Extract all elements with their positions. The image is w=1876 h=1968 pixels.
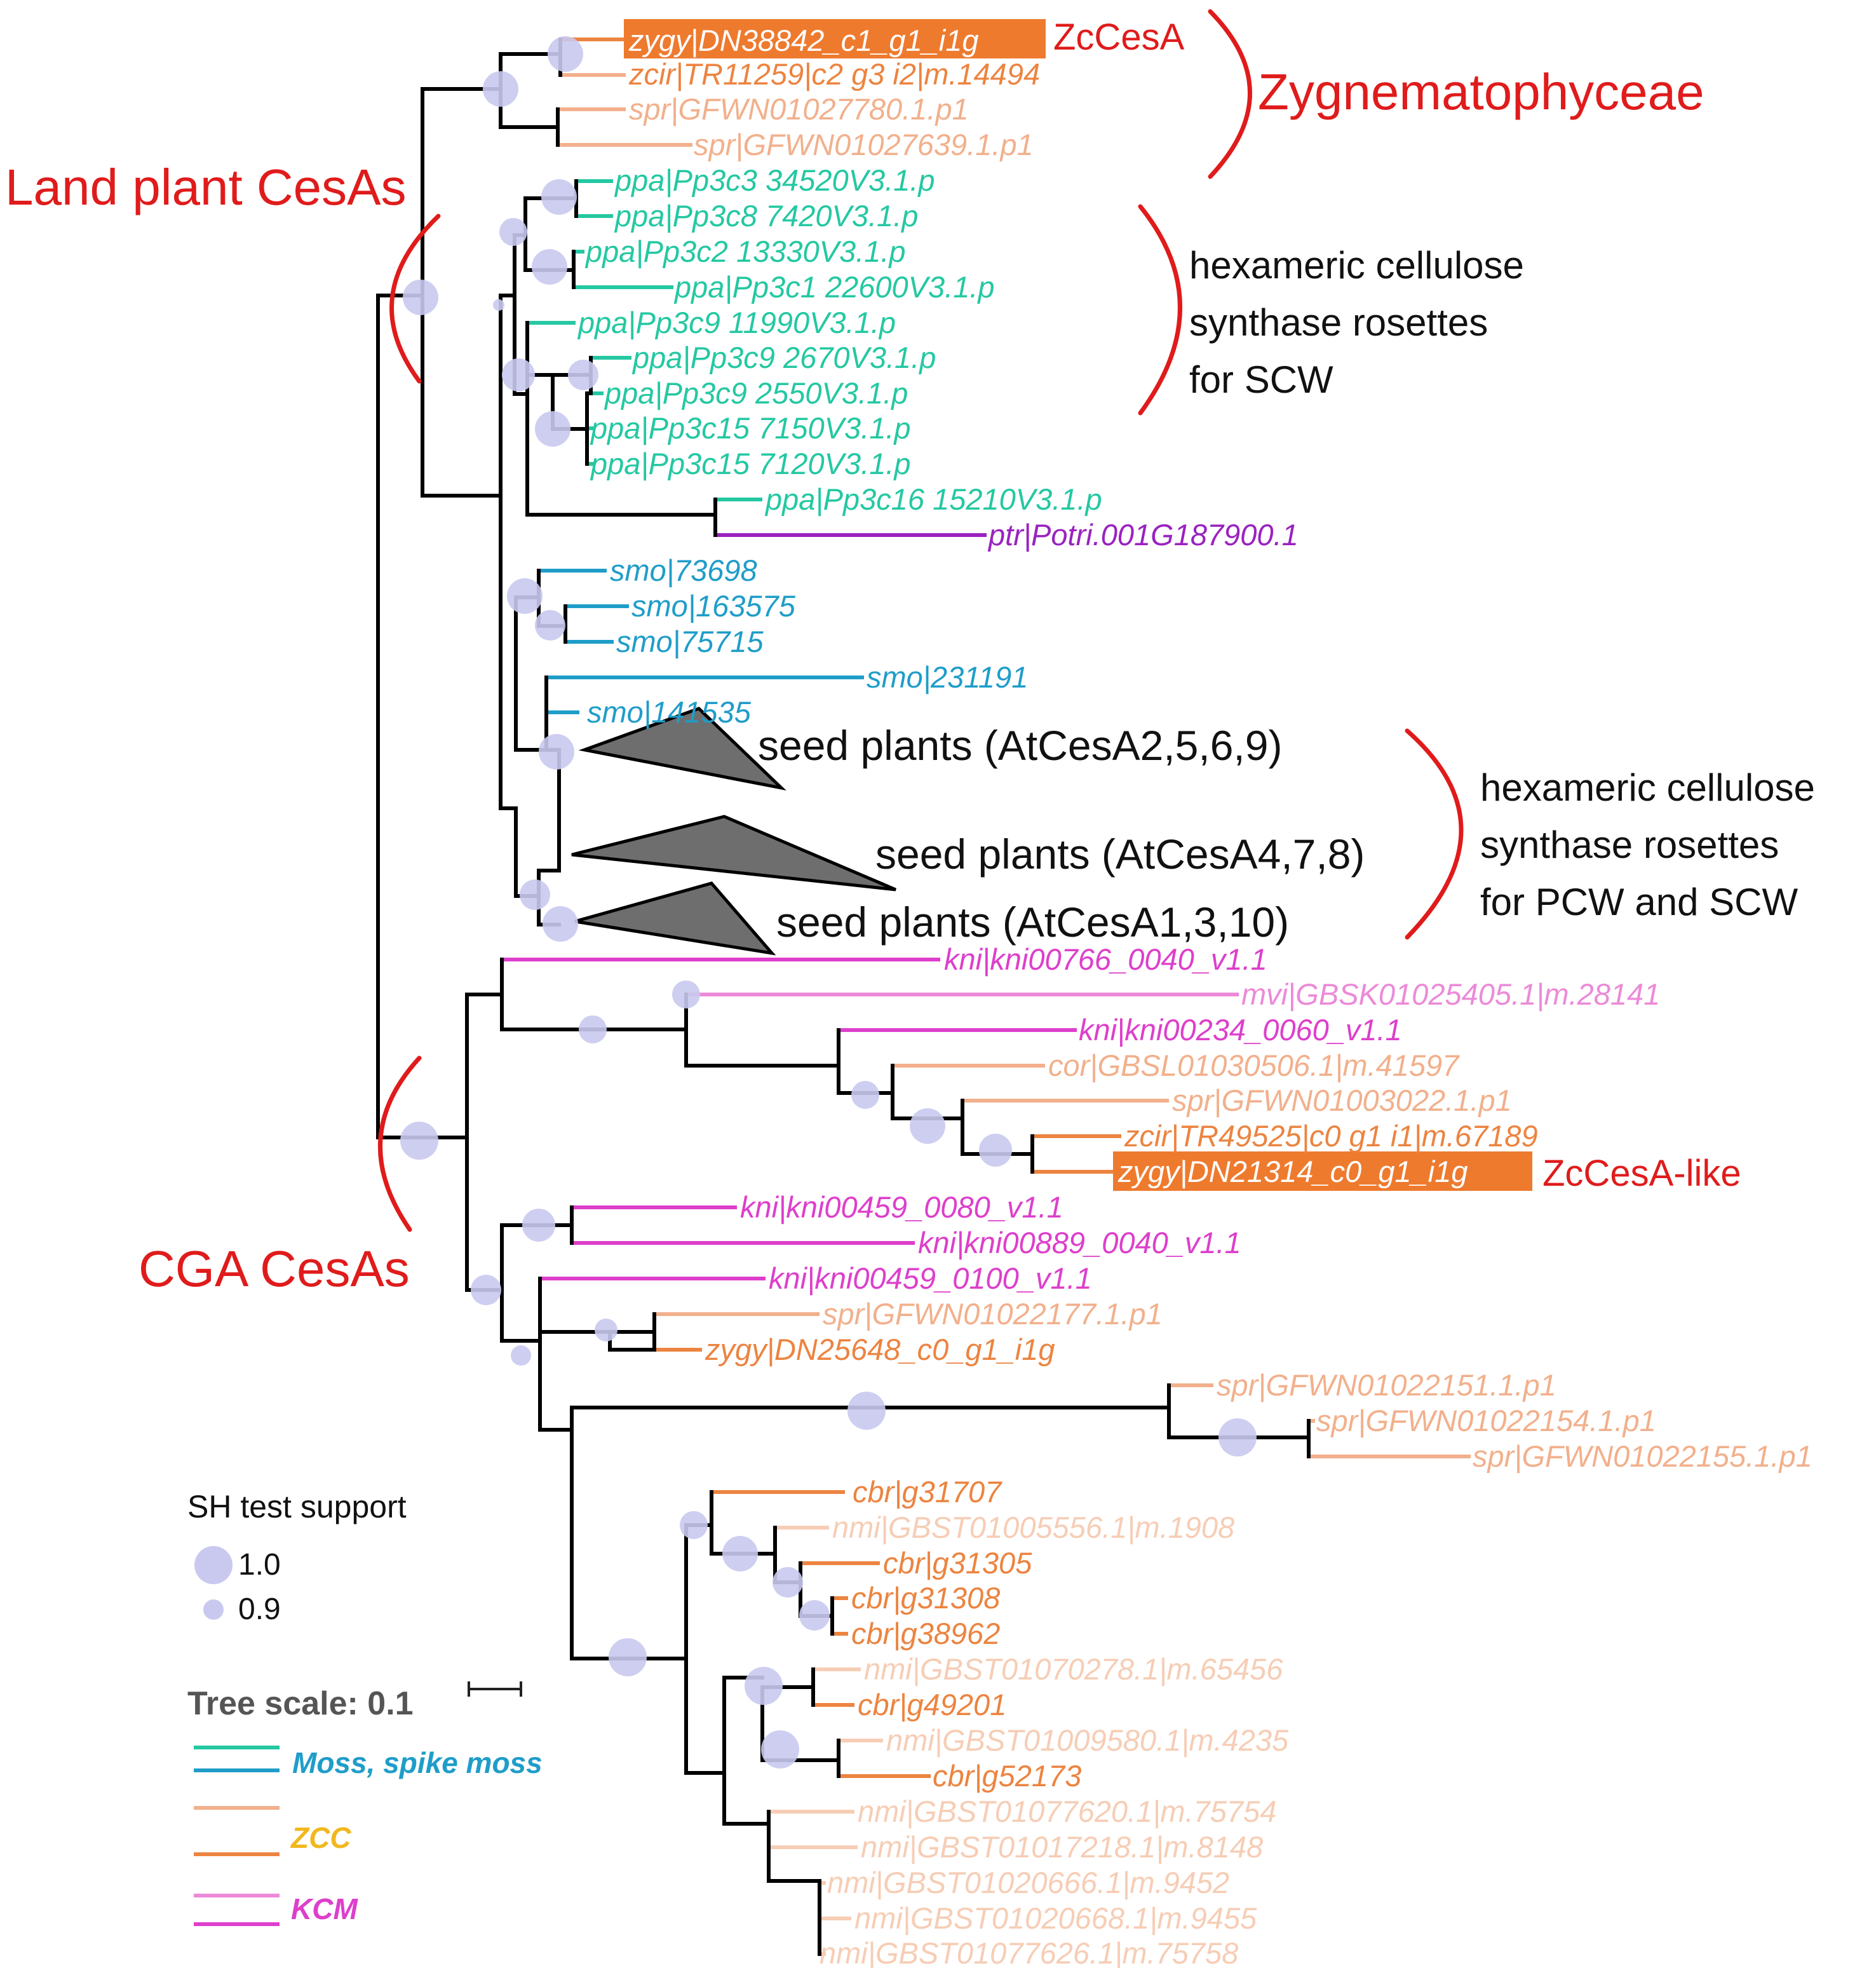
- zygnematophyceae-bracket: [1208, 9, 1252, 179]
- leaf-label: spr|GFWN01022177.1.p1: [823, 1297, 1163, 1331]
- leaf-label: kni|kni00889_0040_v1.1: [918, 1226, 1241, 1259]
- leaf-label: ppa|Pp3c8 7420V3.1.p: [614, 199, 918, 233]
- leaf-label: kni|kni00766_0040_v1.1: [944, 942, 1267, 976]
- cga-bracket: [378, 1055, 422, 1232]
- leaf-label: ppa|Pp3c9 11990V3.1.p: [577, 306, 896, 339]
- leaf-label: spr|GFWN01022155.1.p1: [1473, 1439, 1812, 1473]
- leaf-label: kni|kni00459_0100_v1.1: [769, 1261, 1092, 1295]
- leaf-label: nmi|GBST01005556.1|m.1908: [832, 1510, 1234, 1544]
- leaf-label: cbr|g38962: [851, 1617, 1000, 1650]
- leaf-label: cor|GBSL01030506.1|m.41597: [1048, 1048, 1460, 1082]
- leaf-label: nmi|GBST01077626.1|m.75758: [820, 1936, 1238, 1968]
- leaf-label: nmi|GBST01009580.1|m.4235: [886, 1723, 1289, 1757]
- legend-tree-scale: Tree scale: 0.1: [187, 1685, 414, 1722]
- land-plant-bracket: [389, 214, 441, 384]
- leaf-label: cbr|g31308: [851, 1581, 1000, 1615]
- terminal-branches: [502, 37, 1471, 1956]
- legend-support-low-label: 0.9: [238, 1592, 281, 1626]
- leaf-label: ppa|Pp3c2 13330V3.1.p: [584, 234, 906, 268]
- clade-label-atcesa2569: seed plants (AtCesA2,5,6,9): [758, 722, 1282, 769]
- pcw-annotation-line1: hexameric cellulose: [1480, 766, 1815, 809]
- leaf-label: nmi|GBST01020666.1|m.9452: [827, 1866, 1229, 1899]
- leaf-label: cbr|g49201: [858, 1688, 1006, 1721]
- leaf-label: nmi|GBST01017218.1|m.8148: [861, 1830, 1263, 1864]
- zygnematophyceae-label: Zygnematophyceae: [1258, 64, 1704, 120]
- legend-kcm-label: KCM: [291, 1892, 358, 1925]
- leaf-label: nmi|GBST01077620.1|m.75754: [858, 1795, 1276, 1828]
- collapsed-clades: [571, 707, 896, 956]
- zccesa-label: ZcCesA: [1053, 17, 1185, 58]
- leaf-label: smo|75715: [616, 625, 764, 658]
- scw-annotation-line2: synthase rosettes: [1189, 301, 1488, 344]
- leaf-label: ppa|Pp3c16 15210V3.1.p: [764, 482, 1102, 516]
- brackets: [378, 9, 1464, 1232]
- leaf-label: kni|kni00234_0060_v1.1: [1079, 1013, 1402, 1047]
- clade-label-atcesa1310: seed plants (AtCesA1,3,10): [776, 899, 1289, 946]
- leaf-label: ptr|Potri.001G187900.1: [987, 518, 1299, 552]
- leaf-label: spr|GFWN01022151.1.p1: [1217, 1368, 1556, 1402]
- legend-scale-bar: [468, 1681, 522, 1697]
- leaf-label: zcir|TR11259|c2 g3 i2|m.14494: [628, 57, 1040, 91]
- leaf-label: spr|GFWN01027780.1.p1: [629, 92, 969, 126]
- leaf-label: ppa|Pp3c3 34520V3.1.p: [614, 163, 935, 197]
- zccesa-like-label: ZcCesA-like: [1542, 1153, 1741, 1194]
- leaf-label: ppa|Pp3c1 22600V3.1.p: [673, 270, 995, 304]
- leaf-label: zygy|DN25648_c0_g1_i1g: [705, 1333, 1055, 1366]
- legend-support-high-label: 1.0: [238, 1548, 281, 1582]
- legend: SH test support 1.0 0.9 Tree scale: 0.1 …: [187, 1489, 543, 1926]
- pcw-annotation-line3: for PCW and SCW: [1480, 881, 1798, 923]
- legend-support-circle-low: [203, 1599, 224, 1620]
- clade-label-atcesa478: seed plants (AtCesA4,7,8): [875, 831, 1365, 878]
- leaf-label: zygy|DN38842_c1_g1_i1g: [628, 24, 978, 57]
- leaf-label: kni|kni00459_0080_v1.1: [740, 1190, 1063, 1224]
- land-plant-label: Land plant CesAs: [5, 159, 407, 215]
- leaf-label: ppa|Pp3c15 7150V3.1.p: [590, 411, 911, 445]
- support-circles: [400, 36, 1257, 1768]
- leaf-label: smo|141535: [587, 695, 752, 729]
- leaf-label: zygy|DN21314_c0_g1_i1g: [1117, 1155, 1468, 1188]
- collapsed-clade-atcesa2569: [578, 707, 786, 791]
- leaf-label: cbr|g52173: [933, 1759, 1081, 1793]
- leaf-label: zcir|TR49525|c0 g1 i1|m.67189: [1124, 1119, 1538, 1153]
- collapsed-clade-labels: seed plants (AtCesA2,5,6,9) seed plants …: [758, 722, 1365, 946]
- scw-bracket: [1138, 204, 1182, 416]
- leaf-label: nmi|GBST01020668.1|m.9455: [854, 1901, 1257, 1935]
- highlight-zccesa: [624, 19, 1046, 58]
- leaf-label: mvi|GBSK01025405.1|m.28141: [1241, 977, 1660, 1011]
- leaf-label: spr|GFWN01003022.1.p1: [1172, 1083, 1512, 1117]
- legend-zcc-label: ZCC: [290, 1821, 351, 1854]
- pcw-bracket: [1405, 728, 1464, 940]
- leaf-label: ppa|Pp3c9 2670V3.1.p: [631, 341, 936, 374]
- leaf-label: ppa|Pp3c9 2550V3.1.p: [604, 376, 908, 410]
- leaf-labels: zygy|DN38842_c1_g1_i1g zcir|TR11259|c2 g…: [577, 24, 1812, 1968]
- leaf-label: cbr|g31305: [883, 1546, 1032, 1580]
- pcw-annotation-line2: synthase rosettes: [1480, 824, 1779, 866]
- leaf-label: smo|231191: [867, 660, 1028, 694]
- legend-support-circle-high: [194, 1546, 233, 1584]
- collapsed-clade-atcesa478: [571, 815, 896, 892]
- cga-label: CGA CesAs: [138, 1240, 410, 1297]
- legend-moss-label: Moss, spike moss: [292, 1746, 543, 1779]
- collapsed-clade-atcesa1310: [574, 881, 776, 956]
- leaf-label: nmi|GBST01070278.1|m.65456: [864, 1652, 1283, 1686]
- leaf-label: spr|GFWN01027639.1.p1: [694, 128, 1034, 161]
- scw-annotation-line1: hexameric cellulose: [1189, 244, 1524, 287]
- leaf-label: ppa|Pp3c15 7120V3.1.p: [590, 447, 911, 480]
- leaf-label: smo|163575: [631, 589, 796, 623]
- leaf-label: cbr|g31707: [853, 1475, 1002, 1509]
- scw-annotation-line3: for SCW: [1189, 358, 1333, 401]
- leaf-label: spr|GFWN01022154.1.p1: [1316, 1404, 1656, 1437]
- annotations: ZcCesA Zygnematophyceae Land plant CesAs…: [5, 17, 1815, 1297]
- leaf-label: smo|73698: [610, 553, 757, 587]
- highlight-zccesa-like: [1113, 1151, 1532, 1191]
- legend-support-title: SH test support: [187, 1489, 407, 1524]
